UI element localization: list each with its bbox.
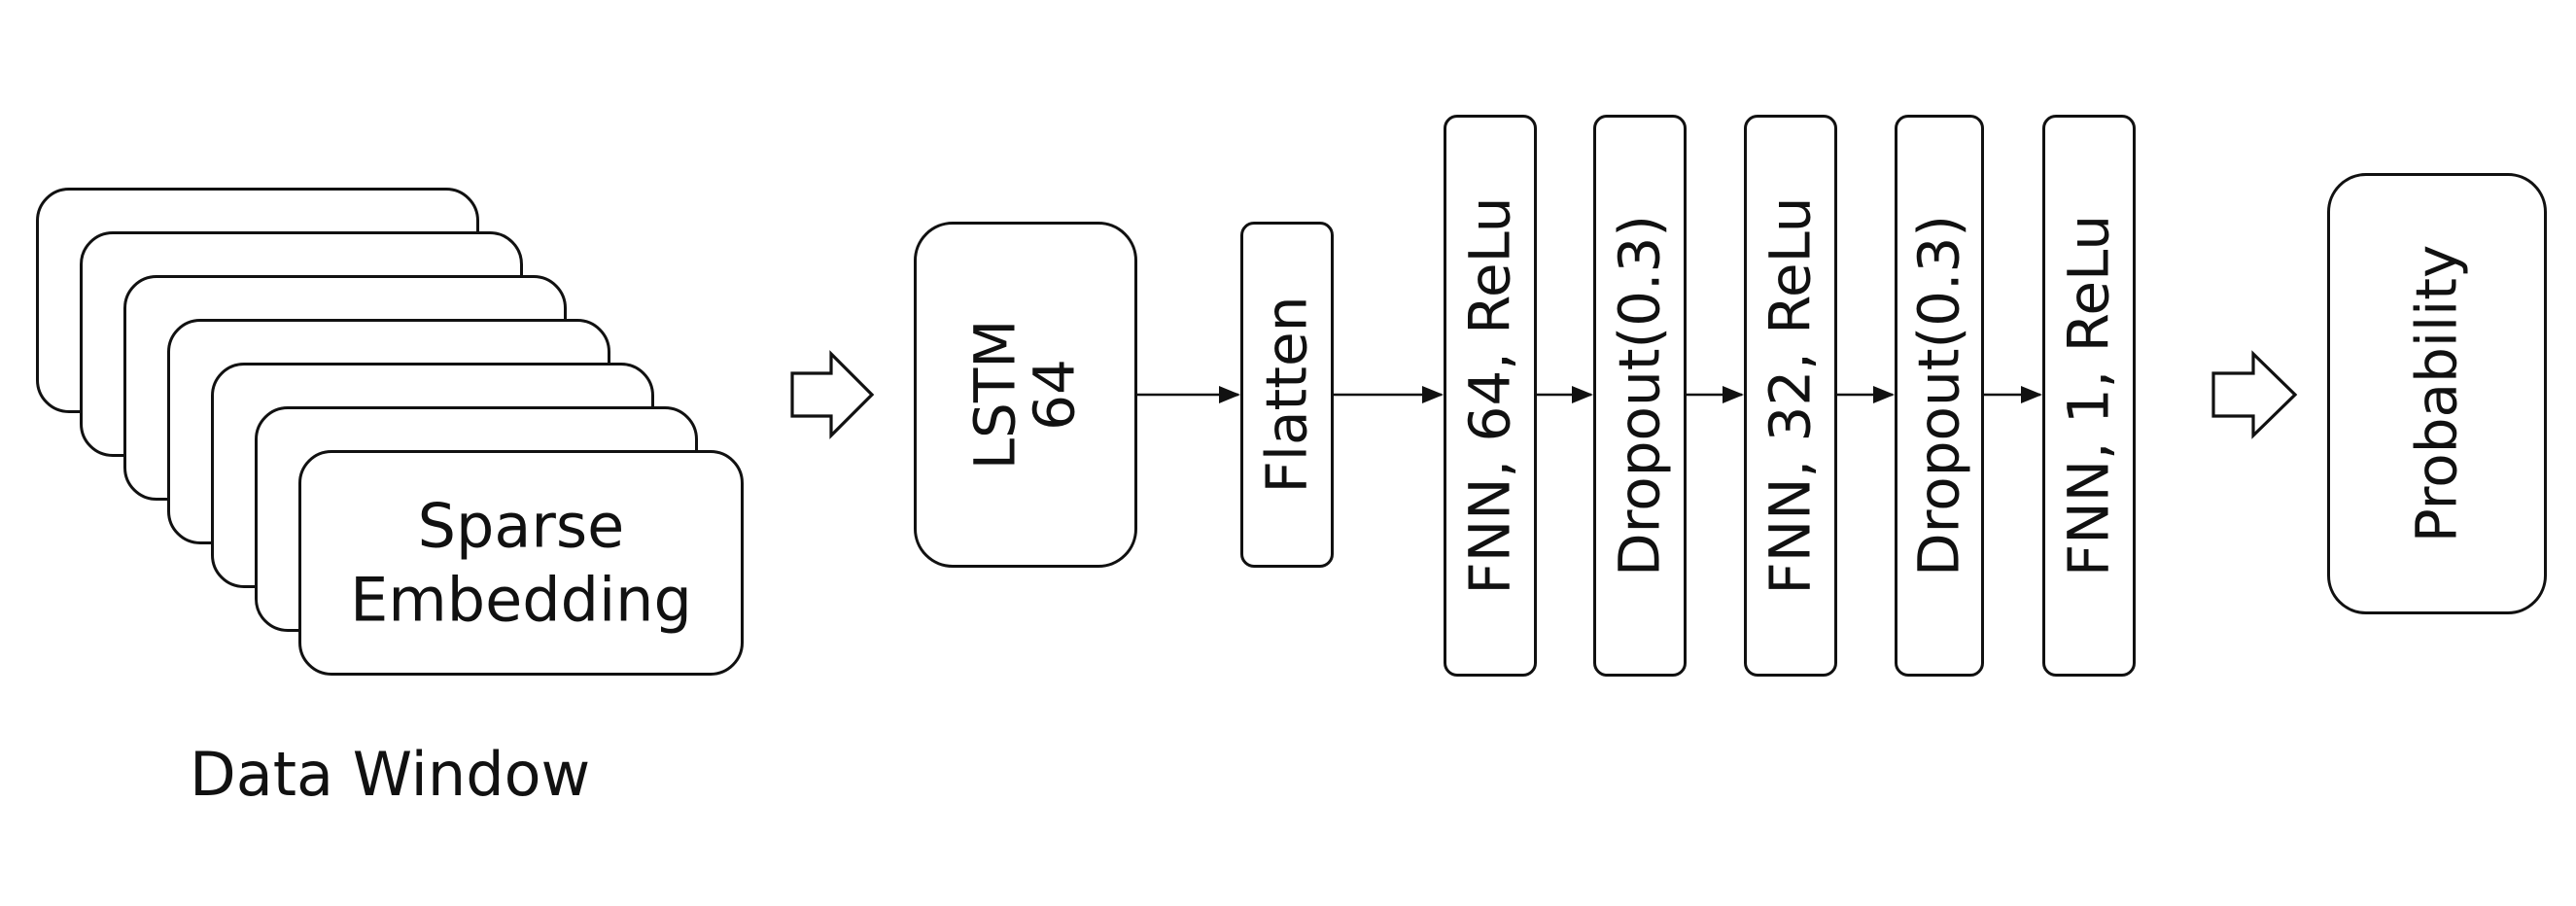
arrowhead-icon	[1219, 386, 1240, 403]
probability-box: Probability	[2327, 173, 2547, 614]
arrowhead-icon	[2021, 386, 2042, 403]
dropout-layer-1: Dropout(0.3)	[1593, 115, 1687, 677]
arrowhead-icon	[1422, 386, 1444, 403]
sparse-embedding-box: Sparse Embedding	[298, 450, 744, 676]
sparse-embedding-line1: Sparse	[417, 490, 625, 562]
flatten-layer: Flatten	[1240, 222, 1334, 568]
fnn-32-layer: FNN, 32, ReLu	[1744, 115, 1837, 677]
data-window-caption: Data Window	[190, 739, 591, 810]
lstm-box: LSTM 64	[914, 222, 1137, 568]
sparse-embedding-label: Sparse Embedding	[301, 489, 741, 636]
block-arrow-icon	[790, 350, 875, 439]
arrowhead-icon	[1723, 386, 1744, 403]
arrowhead-icon	[1873, 386, 1895, 403]
fnn-64-layer: FNN, 64, ReLu	[1444, 115, 1537, 677]
fnn-1-layer: FNN, 1, ReLu	[2042, 115, 2136, 677]
arrowhead-icon	[1572, 386, 1593, 403]
dropout-layer-2: Dropout(0.3)	[1895, 115, 1984, 677]
sparse-embedding-line2: Embedding	[350, 564, 692, 635]
block-arrow-icon	[2211, 350, 2298, 439]
